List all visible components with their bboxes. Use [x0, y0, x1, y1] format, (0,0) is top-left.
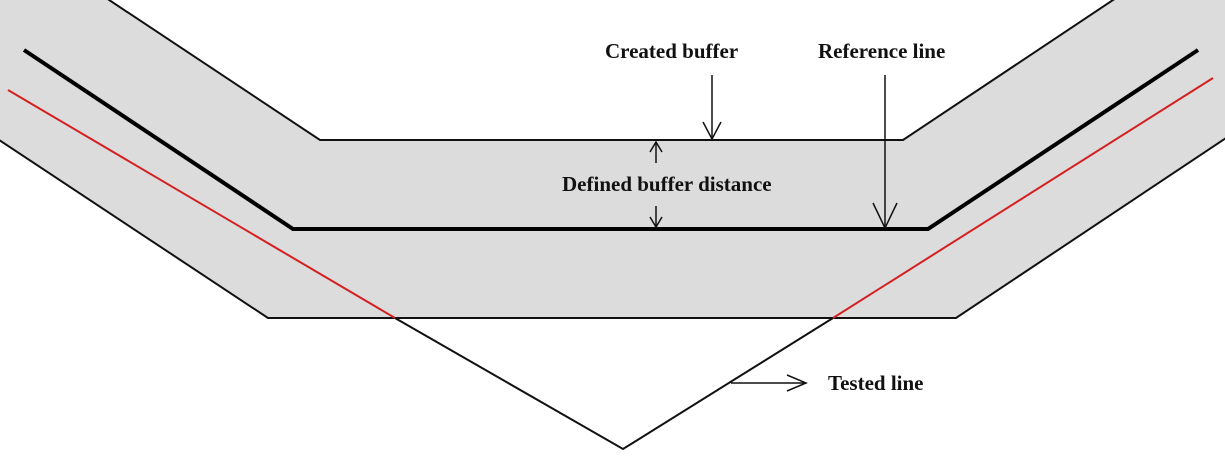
tested-line-outside	[394, 317, 834, 451]
tested-line-label: Tested line	[828, 371, 923, 395]
reference-line-label: Reference line	[818, 39, 945, 63]
created-buffer-arrow	[702, 75, 722, 141]
tested-line-inside-right	[832, 77, 1214, 319]
reference-line-arrow	[872, 75, 898, 230]
buffer-distance-down-arrow	[649, 206, 663, 229]
tested-line-arrow	[731, 374, 808, 392]
created-buffer-shape	[0, 0, 1225, 319]
reference-line	[22, 48, 1200, 231]
created-buffer-label: Created buffer	[605, 39, 738, 63]
buffer-distance-up-arrow	[649, 140, 663, 163]
tested-line-inside-left	[7, 89, 396, 319]
defined-buffer-distance-label: Defined buffer distance	[562, 172, 772, 196]
